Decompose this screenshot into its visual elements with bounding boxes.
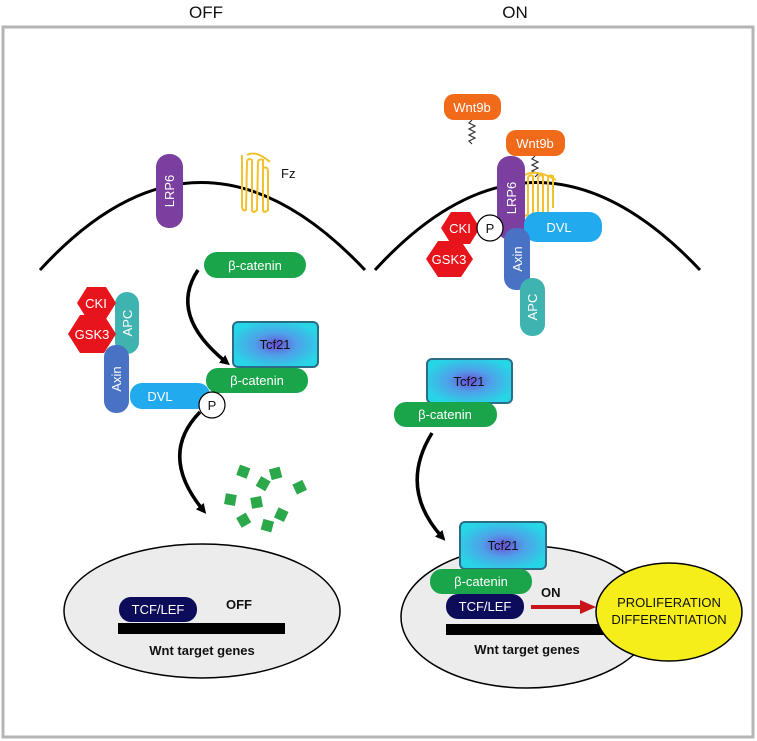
dvl-label-off: DVL	[147, 389, 172, 404]
tcf21-label-nucleus-on: Tcf21	[487, 538, 518, 553]
axin-label-on: Axin	[510, 246, 525, 271]
gsk3-kinase-on: GSK3	[426, 241, 473, 277]
lrp6-receptor-on: LRP6	[497, 156, 525, 240]
wnt-target-genes-label-on: Wnt target genes	[474, 642, 579, 657]
tcf21-cytoplasm-on: Tcf21	[426, 358, 513, 404]
beta-catenin-nucleus-on: β-catenin	[430, 569, 532, 594]
tcf21-label-cytoplasm-on: Tcf21	[453, 374, 484, 389]
on-state-label: ON	[541, 585, 561, 600]
phosphate-on: P	[476, 214, 504, 242]
gsk3-label-on: GSK3	[432, 252, 467, 267]
cell-membrane-off	[38, 181, 367, 272]
axin-on: Axin	[504, 228, 530, 290]
phosphate-off: P	[198, 391, 226, 419]
axin-off: Axin	[104, 345, 129, 413]
dna-bar-on	[446, 624, 613, 635]
tcf-lef-label-off: TCF/LEF	[132, 602, 185, 617]
cell-membrane-on	[373, 181, 702, 272]
proliferation-label: PROLIFERATION	[617, 595, 721, 610]
tcf21-label-off: Tcf21	[259, 337, 290, 352]
phosphate-label-on: P	[486, 221, 495, 236]
tcf21-off: Tcf21	[232, 321, 319, 368]
nucleus-off: TCF/LEF OFF Wnt target genes	[63, 543, 341, 679]
dna-bar-off	[118, 623, 285, 634]
apc-on: APC	[520, 278, 545, 336]
tcf21-nucleus-on: Tcf21	[459, 521, 547, 570]
cki-label-off: CKI	[85, 296, 107, 311]
frizzled-receptor-on	[522, 171, 557, 217]
dvl-off: DVL	[130, 383, 210, 409]
lrp6-label-on: LRP6	[504, 182, 519, 215]
beta-catenin-free-off: β-catenin	[204, 252, 306, 278]
cki-kinase-off: CKI	[77, 287, 116, 319]
wnt9b-label-free: Wnt9b	[453, 100, 491, 115]
off-state-label: OFF	[226, 597, 252, 612]
beta-catenin-bound-off: β-catenin	[206, 368, 308, 393]
frame	[1, 25, 755, 739]
tcf-lef-on: TCF/LEF	[446, 594, 524, 619]
beta-catenin-label-bound-off: β-catenin	[230, 373, 284, 388]
differentiation-label: DIFFERENTIATION	[611, 612, 726, 627]
wnt9b-bound: Wnt9b	[506, 130, 565, 178]
beta-catenin-cytoplasm-on: β-catenin	[394, 402, 497, 427]
cki-label-on: CKI	[449, 221, 471, 236]
off-header: OFF	[189, 3, 223, 22]
wnt-target-genes-label-off: Wnt target genes	[149, 643, 254, 658]
frizzled-receptor-off	[241, 152, 271, 213]
wnt9b-free: Wnt9b	[444, 94, 501, 145]
dvl-on: DVL	[524, 212, 602, 242]
wnt9b-label-bound: Wnt9b	[516, 136, 554, 151]
beta-catenin-label-nucleus-on: β-catenin	[454, 574, 508, 589]
dvl-label-on: DVL	[546, 220, 571, 235]
activation-arrow	[531, 600, 596, 614]
beta-catenin-label-cytoplasm-on: β-catenin	[418, 407, 472, 422]
lrp6-receptor-off: LRP6	[156, 154, 183, 228]
apc-off: APC	[115, 292, 139, 354]
arrow-to-complex	[186, 269, 230, 366]
arrow-to-nucleus	[415, 432, 446, 541]
gsk3-kinase-off: GSK3	[68, 315, 116, 353]
phosphate-label-off: P	[208, 398, 217, 413]
tcf-lef-label-on: TCF/LEF	[459, 599, 512, 614]
outcome-proliferation-differentiation: PROLIFERATION DIFFERENTIATION	[595, 562, 743, 662]
apc-label-off: APC	[120, 310, 135, 337]
gsk3-label-off: GSK3	[75, 327, 110, 342]
degraded-beta-catenin	[224, 464, 307, 533]
beta-catenin-label-free-off: β-catenin	[228, 258, 282, 273]
lrp6-label-off: LRP6	[162, 175, 177, 208]
on-header: ON	[502, 3, 528, 22]
cki-kinase-on: CKI	[441, 212, 480, 244]
axin-label-off: Axin	[109, 366, 124, 391]
arrow-to-degradation	[178, 410, 207, 514]
fz-label: Fz	[281, 166, 295, 181]
apc-label-on: APC	[525, 294, 540, 321]
